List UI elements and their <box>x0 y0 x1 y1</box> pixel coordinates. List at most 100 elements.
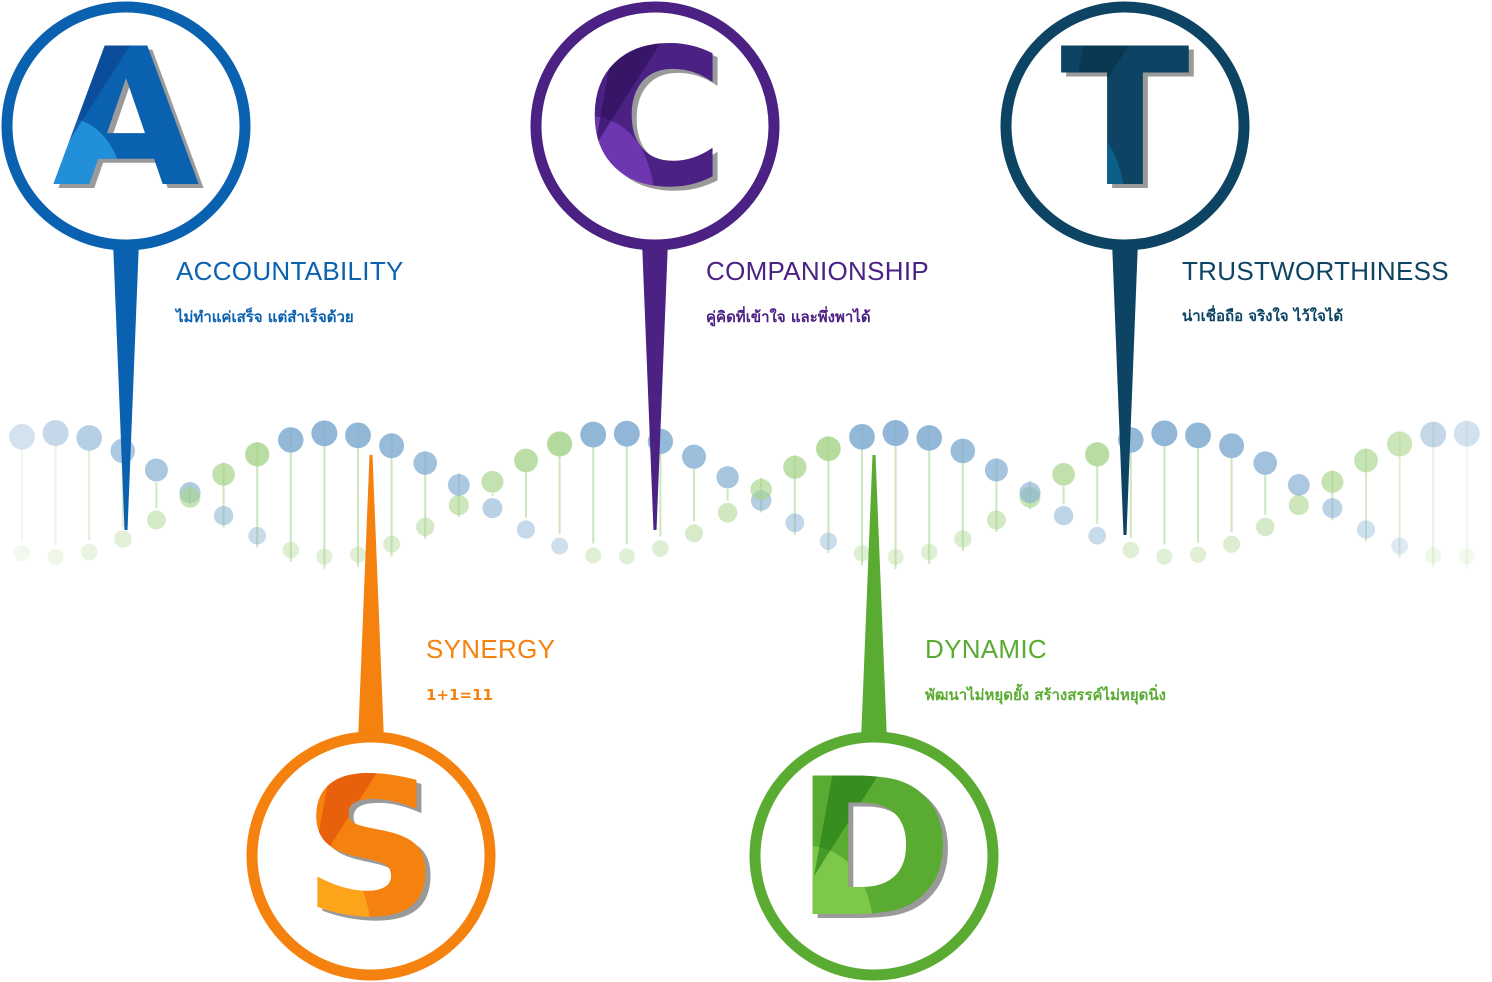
helix-bead <box>379 433 405 459</box>
helix-bead <box>42 420 69 447</box>
helix-bead <box>681 444 707 469</box>
helix-bead <box>547 431 573 457</box>
helix-bead <box>1253 451 1277 475</box>
helix-bead <box>1288 494 1309 516</box>
helix-bead <box>950 438 976 464</box>
helix-bead <box>1088 526 1107 545</box>
helix-bead <box>278 427 304 453</box>
companionship-pin-needle <box>642 241 668 530</box>
helix-bead <box>1151 420 1178 447</box>
dynamic-title: DYNAMIC <box>925 634 1047 664</box>
helix-bead <box>1321 470 1344 493</box>
dynamic-pin: DDD <box>749 455 999 981</box>
helix-bead <box>146 510 166 530</box>
helix-bead <box>1420 421 1447 448</box>
helix-bead <box>448 494 469 516</box>
helix-bead <box>618 548 635 565</box>
helix-bead <box>954 530 972 548</box>
companionship-pin: CCC <box>530 1 780 530</box>
helix-bead <box>514 448 538 473</box>
helix-bead <box>580 421 607 448</box>
accountability-subtitle: ไม่ทำแค่เสร็จ แต่สำเร็จด้วย <box>176 308 354 326</box>
helix-bead <box>144 458 168 482</box>
helix-bead <box>1053 505 1074 526</box>
helix-bead <box>415 517 435 537</box>
helix-bead <box>717 502 738 523</box>
synergy-pin: SSS <box>246 455 496 981</box>
trustworthiness-pin-needle <box>1112 241 1138 535</box>
helix-bead <box>212 463 235 486</box>
helix-bead <box>1391 537 1409 555</box>
companionship-title: COMPANIONSHIP <box>706 256 929 286</box>
helix-bead <box>716 466 739 489</box>
helix-bead <box>853 545 871 562</box>
helix-bead <box>685 524 703 543</box>
accountability-pin: AAA <box>1 1 251 530</box>
helix-bead <box>383 535 401 553</box>
helix-bead <box>882 420 909 447</box>
helix-bead <box>1122 541 1140 559</box>
helix-bead <box>1356 520 1376 539</box>
companionship-subtitle: คู่คิดที่เข้าใจ และพึ่งพาได้ <box>706 308 871 326</box>
helix-bead <box>750 478 772 501</box>
helix-bead <box>1322 498 1343 519</box>
helix-bead <box>179 486 201 508</box>
helix-bead <box>585 547 602 564</box>
helix-bead <box>47 548 64 565</box>
helix-bead <box>114 530 132 548</box>
helix-bead <box>516 520 536 539</box>
synergy-title: SYNERGY <box>426 634 556 664</box>
helix-bead <box>1189 546 1207 563</box>
helix-bead <box>345 422 371 449</box>
helix-bead <box>916 425 943 451</box>
helix-bead <box>613 420 640 447</box>
helix-bead <box>213 505 234 526</box>
helix-bead <box>783 455 807 479</box>
dynamic-subtitle: พัฒนาไม่หยุดยั้ง สร้างสรรค์ไม่หยุดนิ่ง <box>925 686 1166 704</box>
trustworthiness-pin: TTT <box>1000 1 1250 535</box>
accountability-title: ACCOUNTABILITY <box>176 256 404 286</box>
helix-bead <box>1354 448 1378 473</box>
helix-bead <box>282 541 300 559</box>
helix-bead <box>1255 517 1275 537</box>
helix-bead <box>984 458 1008 482</box>
helix-bead <box>887 548 904 565</box>
dynamic-pin-needle <box>861 455 887 741</box>
helix-bead <box>785 513 805 533</box>
helix-bead <box>1019 482 1041 504</box>
helix-bead <box>81 543 98 561</box>
helix-bead <box>349 546 367 563</box>
helix-bead <box>1387 431 1413 457</box>
helix-bead <box>921 543 938 561</box>
helix-bead <box>482 498 503 519</box>
value-pins: AAA CCC TTT SSS DDD <box>1 1 1250 981</box>
helix-bead <box>9 423 35 450</box>
helix-bead <box>76 425 103 451</box>
helix-bead <box>1287 474 1310 496</box>
trustworthiness-title: TRUSTWORTHINESS <box>1182 256 1449 286</box>
helix-bead <box>1185 422 1211 449</box>
accountability-pin-needle <box>113 241 139 530</box>
helix-bead <box>986 510 1006 530</box>
helix-bead <box>652 540 669 557</box>
helix-bead <box>1219 433 1245 459</box>
trustworthiness-subtitle: น่าเชื่อถือ จริงใจ ไว้ใจได้ <box>1182 307 1344 325</box>
helix-bead <box>849 423 875 450</box>
synergy-subtitle: 1+1=11 <box>426 686 493 704</box>
helix-bead <box>819 532 838 550</box>
helix-bead <box>413 451 437 475</box>
helix-bead <box>245 442 270 467</box>
helix-bead <box>551 537 569 555</box>
helix-bead <box>1453 420 1480 447</box>
helix-bead <box>316 548 333 565</box>
helix-bead <box>1458 548 1475 565</box>
helix-bead <box>481 470 504 493</box>
helix-bead <box>1425 547 1442 564</box>
helix-bead <box>311 420 338 447</box>
helix-bead <box>248 526 267 545</box>
dna-helix <box>9 420 1480 569</box>
synergy-pin-needle <box>358 455 384 741</box>
helix-bead <box>1156 548 1173 565</box>
helix-bead <box>1223 535 1241 553</box>
